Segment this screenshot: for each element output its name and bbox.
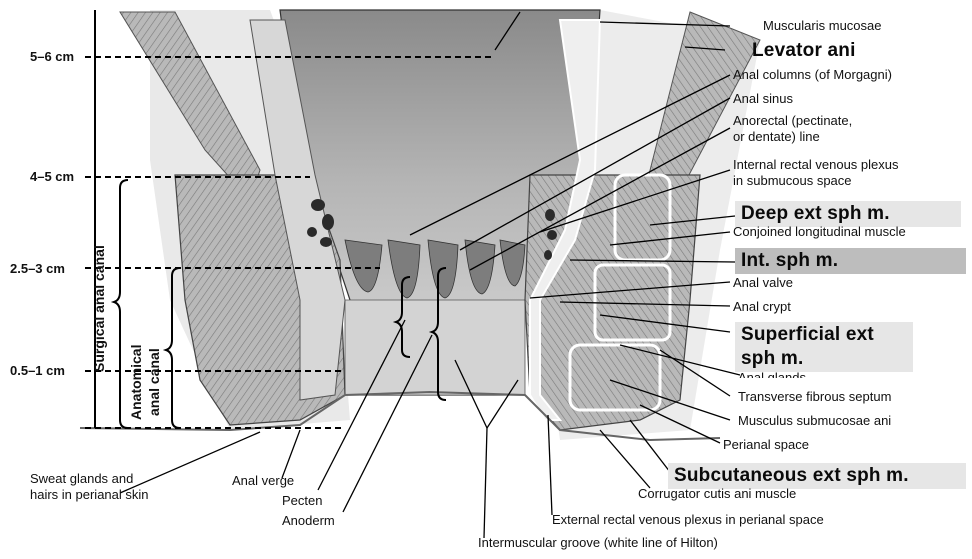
- depth-5-6cm: 5–6 cm: [30, 49, 74, 64]
- label-anal-crypt: Anal crypt: [733, 299, 791, 314]
- label-levator-ani: Levator ani: [752, 40, 856, 62]
- label-anal-valve: Anal valve: [733, 275, 793, 290]
- label-anorectal-line-2: or dentate) line: [733, 129, 820, 144]
- label-intermuscular-groove: Intermuscular groove (white line of Hilt…: [478, 535, 718, 550]
- label-internal-plexus-2: in submucous space: [733, 173, 852, 188]
- label-musculus-submucosae: Musculus submucosae ani: [738, 413, 891, 428]
- label-internal-plexus-1: Internal rectal venous plexus: [733, 157, 898, 172]
- label-external-plexus: External rectal venous plexus in periana…: [552, 512, 824, 527]
- label-anal-sinus: Anal sinus: [733, 91, 793, 106]
- label-anal-columns: Anal columns (of Morgagni): [733, 67, 892, 82]
- anatomical-label-line1: Anatomical: [128, 345, 144, 420]
- label-anal-verge: Anal verge: [232, 473, 294, 488]
- depth-0-5-1cm: 0.5–1 cm: [10, 363, 65, 378]
- depth-4-5cm: 4–5 cm: [30, 169, 74, 184]
- label-transverse-septum: Transverse fibrous septum: [738, 389, 891, 404]
- label-perianal-space: Perianal space: [723, 437, 809, 452]
- label-anoderm: Anoderm: [282, 513, 335, 528]
- label-anal-glands: Anal glands: [738, 370, 806, 378]
- label-corrugator-cutis: Corrugator cutis ani muscle: [638, 486, 796, 501]
- label-muscularis-mucosae: Muscularis mucosae: [763, 18, 882, 33]
- anal-canal-lower: [345, 300, 525, 395]
- label-anorectal-line-1: Anorectal (pectinate,: [733, 113, 852, 128]
- anatomical-label-line2: anal canal: [146, 348, 162, 416]
- label-superficial-line1: Superficial ext: [735, 322, 913, 348]
- label-pecten: Pecten: [282, 493, 322, 508]
- label-sweat-glands-1: Sweat glands and: [30, 471, 133, 486]
- label-conjoined-longitudinal: Conjoined longitudinal muscle: [733, 224, 906, 239]
- label-int-sph: Int. sph m.: [735, 248, 966, 274]
- depth-2-5-3cm: 2.5–3 cm: [10, 261, 65, 276]
- label-sweat-glands-2: hairs in perianal skin: [30, 487, 149, 502]
- surgical-anal-canal-label: Surgical anal canal: [91, 245, 107, 372]
- label-superficial-line2: sph m.: [735, 346, 913, 372]
